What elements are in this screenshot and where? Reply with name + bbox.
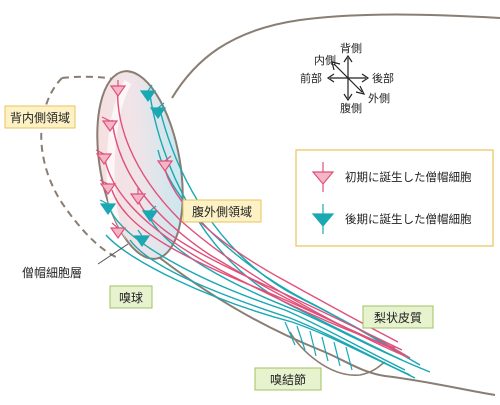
compass-ventral: 腹側 [340, 101, 362, 115]
orientation-compass [326, 54, 370, 102]
olfactory-bulb-label: 嗅球 [119, 291, 143, 305]
brain-ventral-outline [159, 257, 496, 396]
early-mitral-cells [95, 80, 174, 240]
olfactory-bulb-label-box [109, 285, 153, 309]
legend-late-icon [311, 204, 335, 234]
tubercle-branches [284, 321, 353, 371]
mitral-layer-pointer [97, 243, 129, 265]
late-mitral-cells [99, 84, 167, 248]
brain-outline [171, 13, 500, 99]
ventrolateral-label-box [182, 199, 262, 223]
olfactory-tubercle-label: 嗅結節 [270, 372, 306, 387]
ventrolateral-label: 腹外側領域 [192, 204, 252, 219]
legend-late-label: 後期に誕生した僧帽細胞 [345, 212, 472, 226]
piriform-cortex-label-box [362, 305, 434, 329]
legend-early-label: 初期に誕生した僧帽細胞 [345, 170, 472, 184]
olfactory-tubercle-label-box [254, 367, 322, 391]
legend-box [295, 149, 494, 247]
late-projection-fibers [105, 94, 431, 379]
legend-early-icon [311, 162, 335, 192]
dorsomedial-label-box [4, 105, 76, 129]
compass-anterior: 前部 [300, 71, 322, 85]
olfactory-tubercle-outline [289, 331, 386, 376]
early-projection-fibers [104, 84, 411, 359]
compass-posterior: 後部 [372, 71, 394, 85]
compass-dorsal: 背側 [340, 41, 362, 55]
mitral-layer-label: 僧帽細胞層 [22, 265, 82, 280]
compass-lateral: 外側 [368, 92, 390, 105]
compass-medial: 内側 [314, 53, 336, 67]
dorsomedial-label: 背内側領域 [10, 110, 70, 125]
dashed-contour [40, 77, 119, 259]
piriform-cortex-label: 梨状皮質 [374, 310, 422, 325]
